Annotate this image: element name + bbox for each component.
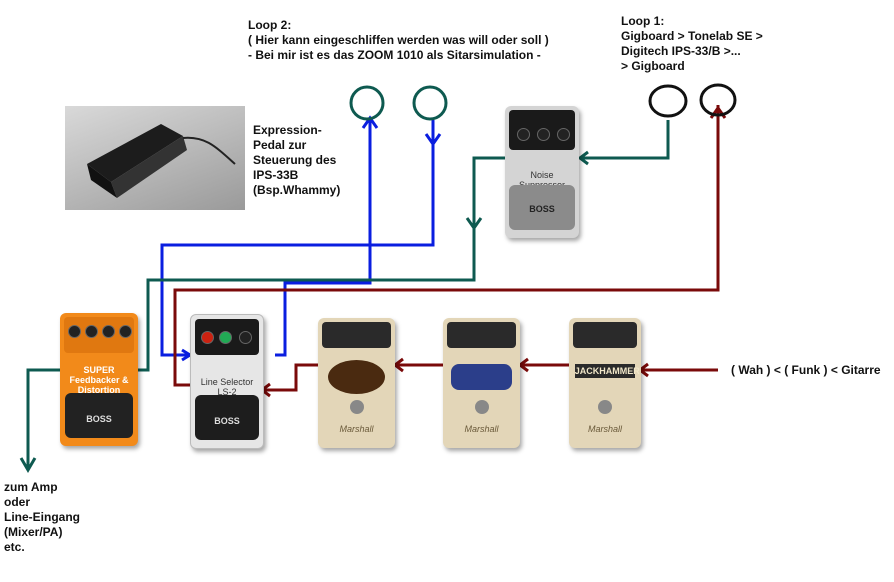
expression-label-line2: Pedal zur	[253, 138, 307, 152]
expression-label-line1: Expression-	[253, 123, 322, 137]
loop1-title: Loop 1:	[621, 14, 665, 28]
loop2-note: - Bei mir ist es das ZOOM 1010 als Sitar…	[248, 48, 541, 62]
marshall-pedal-2: Marshall	[443, 318, 520, 448]
loop1-wire	[19, 120, 670, 473]
led-red-icon	[201, 331, 214, 344]
pedal-logo-icon	[451, 364, 512, 390]
pedal-top-panel	[573, 322, 637, 348]
knob-icon	[557, 128, 570, 141]
pedal-logo-icon	[328, 360, 385, 394]
line-selector-pedal: Line Selector LS-2 BOSS	[190, 314, 264, 449]
pedal-footswitch	[509, 185, 575, 231]
loop2-description: ( Hier kann eingeschliffen werden was wi…	[248, 33, 549, 47]
loop2-send-jack-icon	[349, 85, 385, 121]
knob-icon	[68, 325, 81, 338]
loop1-send-jack-icon	[648, 84, 688, 118]
pedal-name: Line Selector LS-2	[200, 377, 254, 397]
loop1-chain-line3: > Gigboard	[621, 59, 685, 73]
footswitch-icon	[350, 400, 364, 414]
pedal-brand: Marshall	[339, 424, 374, 434]
pedal-name: SUPER Feedbacker & Distortion	[69, 365, 129, 395]
pedal-top-panel	[322, 322, 391, 348]
knob-icon	[517, 128, 530, 141]
pedal-top-panel	[447, 322, 516, 348]
expression-pedal-photo	[65, 106, 245, 210]
footswitch-icon	[598, 400, 612, 414]
footswitch-icon	[475, 400, 489, 414]
marshall-pedal-1: Marshall	[318, 318, 395, 448]
pedal-brand: BOSS	[214, 416, 240, 426]
pedal-brand: BOSS	[529, 204, 555, 214]
loop1-chain-line1: Gigboard > Tonelab SE >	[621, 29, 763, 43]
expression-pedal-icon	[87, 124, 236, 198]
pedal-brand: Marshall	[587, 424, 622, 434]
input-chain-label: ( Wah ) < ( Funk ) < Gitarre	[731, 363, 881, 377]
pedal-footswitch	[195, 394, 259, 441]
output-label-line5: etc.	[4, 540, 25, 554]
loop2-wire	[160, 115, 442, 362]
expression-label-line4: IPS-33B	[253, 168, 299, 182]
led-green-icon	[219, 331, 232, 344]
knob-icon	[85, 325, 98, 338]
jackhammer-pedal: JACKHAMMER Marshall	[569, 318, 641, 448]
loop2-title: Loop 2:	[248, 18, 292, 32]
knob-icon	[119, 325, 132, 338]
expression-label-line3: Steuerung des	[253, 153, 337, 167]
loop2-return-jack-icon	[412, 85, 448, 121]
loop1-chain-line2: Digitech IPS-33/B >...	[621, 44, 741, 58]
output-label-line1: zum Amp	[4, 480, 58, 494]
expression-label-line5: (Bsp.Whammy)	[253, 183, 341, 197]
pedal-brand: Marshall	[464, 424, 499, 434]
knob-icon	[239, 331, 252, 344]
loop1-return-jack-icon	[699, 83, 737, 117]
knob-icon	[102, 325, 115, 338]
noise-suppressor-pedal: Noise Suppressor NS-2 BOSS	[505, 106, 579, 238]
output-label-line2: oder	[4, 495, 31, 509]
pedal-footswitch	[64, 392, 134, 439]
pedal-name: JACKHAMMER	[574, 364, 640, 378]
output-label-line4: (Mixer/PA)	[4, 525, 63, 539]
pedal-brand: BOSS	[86, 414, 112, 424]
knob-icon	[537, 128, 550, 141]
super-feedbacker-pedal: SUPER Feedbacker & Distortion BOSS	[60, 313, 138, 446]
output-label-line3: Line-Eingang	[4, 510, 80, 524]
